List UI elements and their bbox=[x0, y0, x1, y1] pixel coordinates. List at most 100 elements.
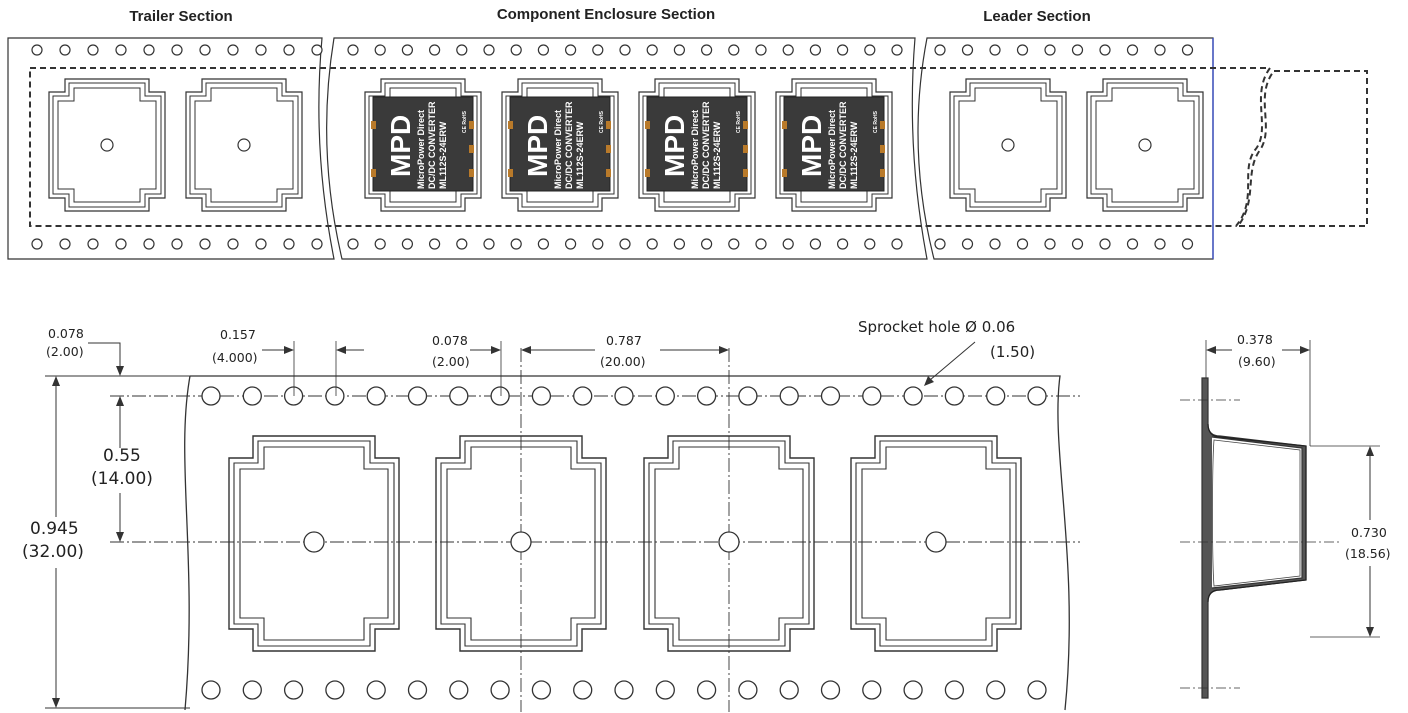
chip-label-line1: MicroPower Direct bbox=[416, 110, 426, 189]
trailer-section-title: Trailer Section bbox=[129, 8, 232, 25]
sprocket-hole bbox=[944, 386, 965, 406]
sprocket-hole bbox=[614, 680, 634, 700]
sprocket-hole bbox=[655, 386, 675, 406]
sprocket-hole bbox=[614, 386, 634, 406]
dc-dc-converter-chip bbox=[646, 96, 748, 192]
sprocket-hole bbox=[1016, 238, 1029, 250]
sprocket-hole bbox=[592, 44, 604, 56]
sprocket-hole bbox=[862, 386, 882, 406]
sprocket-hole bbox=[407, 386, 428, 406]
dim-tape-width: 0.945 (32.00) bbox=[22, 376, 190, 709]
detail-pocket-4 bbox=[850, 435, 1022, 652]
leader-section-title: Leader Section bbox=[983, 8, 1091, 25]
dc-dc-converter-chip bbox=[372, 96, 474, 192]
svg-text:0.378: 0.378 bbox=[1237, 332, 1273, 347]
dim-pocket-depth: 0.378 (9.60) bbox=[1206, 332, 1310, 369]
sprocket-hole bbox=[325, 386, 345, 406]
sprocket-hole bbox=[283, 238, 295, 250]
dim-center-offset: 0.55 (14.00) bbox=[91, 396, 153, 542]
sprocket-hole bbox=[171, 44, 183, 56]
dim-hole-pitch: 0.157 (4.000) bbox=[212, 327, 364, 396]
chip-label-line2: DC/DC CONVERTER bbox=[427, 101, 437, 189]
sprocket-hole bbox=[655, 680, 675, 700]
sprocket-hole bbox=[490, 386, 510, 406]
ce-rohs-mark: CE RoHS bbox=[736, 110, 742, 133]
sprocket-hole bbox=[283, 44, 295, 56]
sprocket-hole bbox=[934, 44, 946, 56]
svg-text:0.787: 0.787 bbox=[606, 333, 642, 348]
sprocket-hole bbox=[531, 680, 552, 700]
sprocket-hole bbox=[891, 44, 903, 56]
chip-label-line2: DC/DC CONVERTER bbox=[701, 101, 711, 189]
sprocket-hole bbox=[809, 44, 822, 56]
ce-rohs-mark: CE RoHS bbox=[599, 110, 605, 133]
sprocket-hole bbox=[311, 238, 323, 250]
cover-tape-outline bbox=[29, 67, 1272, 227]
sprocket-hole bbox=[944, 680, 965, 700]
sprocket-hole bbox=[537, 44, 550, 56]
trailer-tape bbox=[7, 37, 335, 260]
sprocket-hole bbox=[903, 680, 923, 700]
sprocket-hole bbox=[255, 44, 267, 56]
sprocket-hole bbox=[199, 44, 211, 56]
sprocket-hole bbox=[483, 238, 495, 250]
svg-text:0.945: 0.945 bbox=[30, 519, 79, 539]
sprocket-hole bbox=[1154, 238, 1166, 250]
sprocket-hole bbox=[366, 680, 386, 700]
sprocket-hole bbox=[255, 238, 267, 250]
svg-text:(2.00): (2.00) bbox=[46, 344, 84, 359]
sprocket-hole bbox=[1044, 238, 1056, 250]
sprocket-hole bbox=[836, 44, 849, 56]
sprocket-hole bbox=[1126, 238, 1139, 250]
detail-pocket-2 bbox=[435, 435, 607, 652]
sprocket-hole bbox=[564, 44, 577, 56]
sprocket-hole bbox=[1027, 386, 1047, 406]
sprocket-hole bbox=[490, 680, 510, 700]
sprocket-hole bbox=[1027, 680, 1047, 700]
dim-sprocket-hole: Sprocket hole Ø 0.06 (1.50) bbox=[858, 318, 1035, 386]
cover-tape-end bbox=[1235, 70, 1368, 227]
chip-label-line1: MicroPower Direct bbox=[690, 110, 700, 189]
sprocket-hole bbox=[325, 680, 345, 700]
sprocket-hole bbox=[696, 386, 717, 406]
sprocket-hole bbox=[1071, 44, 1084, 56]
svg-text:0.55: 0.55 bbox=[103, 446, 141, 466]
dim-hole-offset: 0.078 (2.00) bbox=[432, 333, 502, 396]
sprocket-hole bbox=[201, 386, 221, 406]
sprocket-hole bbox=[456, 44, 468, 56]
sprocket-hole bbox=[199, 238, 211, 250]
mpd-logo: MPD bbox=[796, 115, 827, 177]
dc-dc-converter-chip bbox=[509, 96, 611, 192]
svg-text:(32.00): (32.00) bbox=[22, 542, 84, 562]
sprocket-hole bbox=[934, 238, 946, 250]
sprocket-hole bbox=[537, 238, 550, 250]
sprocket-hole bbox=[283, 680, 304, 700]
sprocket-hole bbox=[242, 680, 262, 700]
svg-text:0.730: 0.730 bbox=[1351, 525, 1387, 540]
sprocket-hole bbox=[374, 238, 386, 250]
sprocket-hole bbox=[989, 44, 1001, 56]
sprocket-hole bbox=[864, 44, 876, 56]
sprocket-holes-bottom bbox=[31, 238, 1194, 250]
svg-text:(14.00): (14.00) bbox=[91, 469, 153, 489]
svg-text:0.157: 0.157 bbox=[220, 327, 256, 342]
sprocket-holes-top bbox=[31, 44, 1194, 56]
leader-pocket-1 bbox=[949, 78, 1067, 212]
svg-text:0.078: 0.078 bbox=[432, 333, 468, 348]
sprocket-hole bbox=[573, 386, 593, 406]
sprocket-hole bbox=[779, 680, 799, 700]
sprocket-hole bbox=[347, 238, 359, 250]
mpd-logo: MPD bbox=[385, 115, 416, 177]
sprocket-hole bbox=[738, 386, 758, 406]
ce-rohs-mark: CE RoHS bbox=[462, 110, 468, 133]
sprocket-hole bbox=[1181, 44, 1194, 56]
tape-detail: 0.078 (2.00) 0.157 (4.000) 0.078 (2.00) bbox=[22, 318, 1080, 712]
sprocket-hole bbox=[836, 238, 849, 250]
component-section-title: Component Enclosure Section bbox=[497, 6, 715, 23]
sprocket-hole bbox=[755, 238, 767, 250]
sprocket-hole bbox=[738, 680, 758, 700]
trailer-pocket-1 bbox=[48, 78, 166, 212]
